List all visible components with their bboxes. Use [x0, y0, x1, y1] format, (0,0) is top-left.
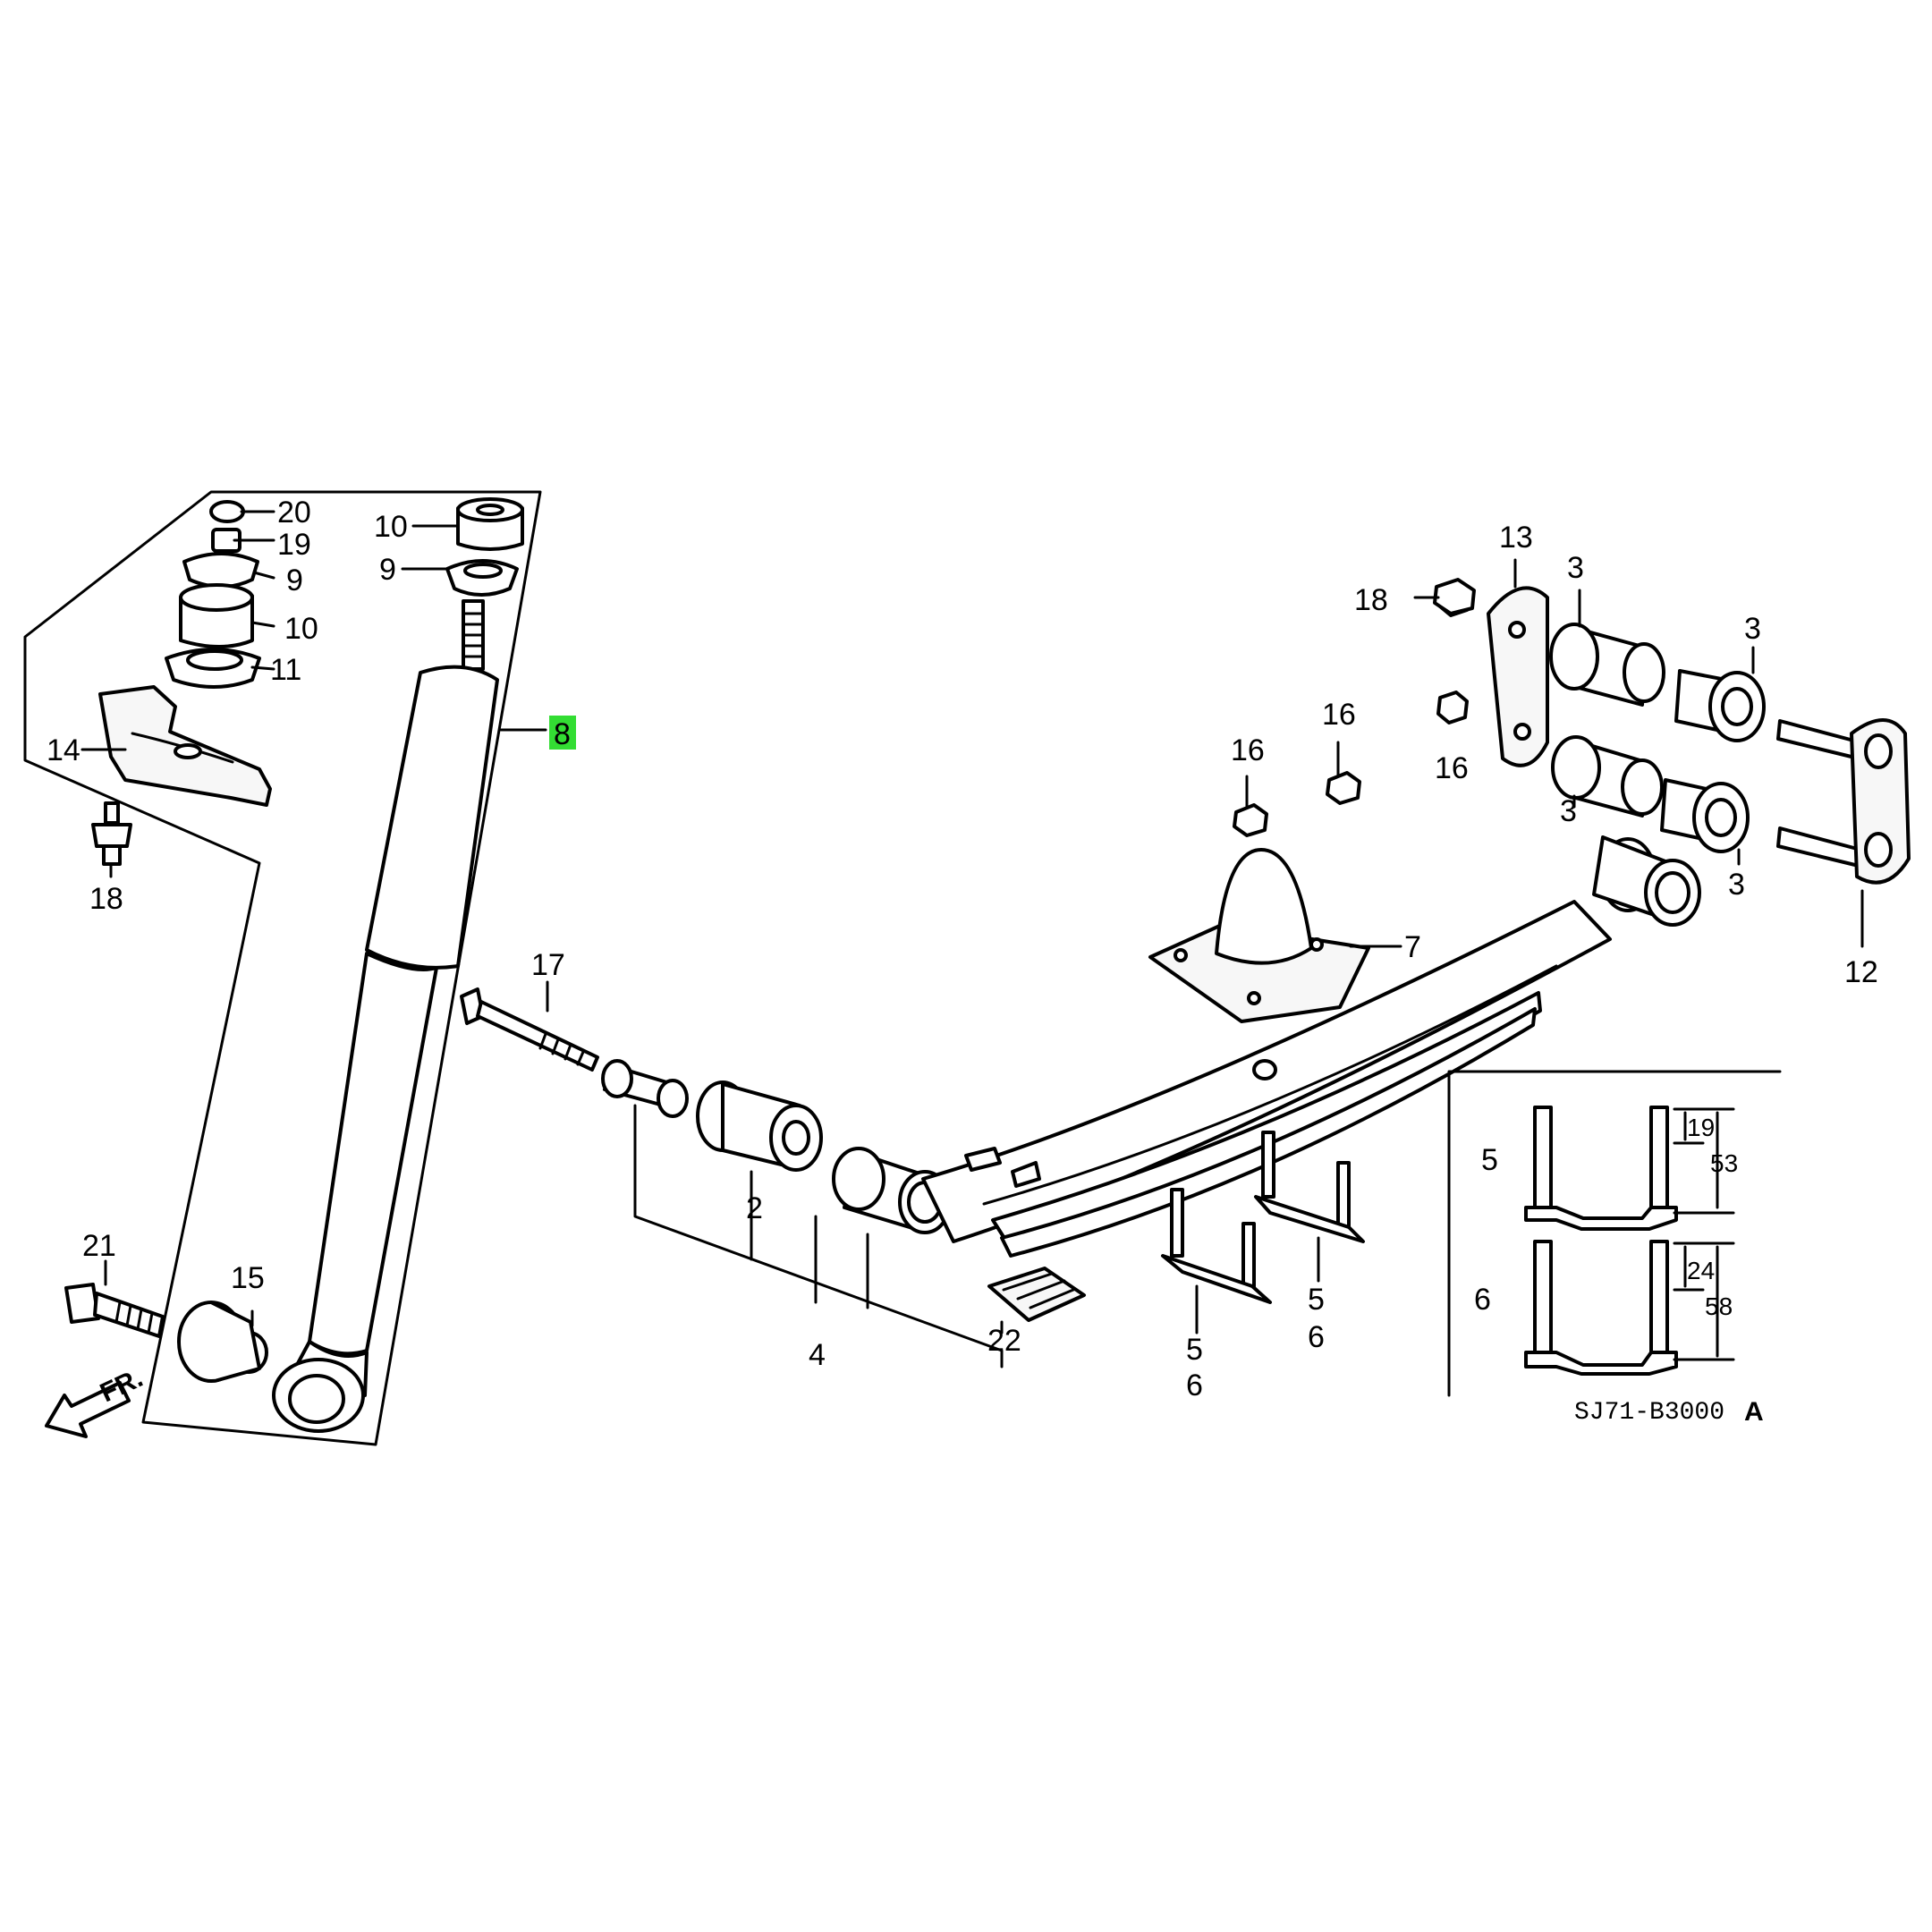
upper-mount-stack-left	[165, 500, 261, 689]
callout-17: 17	[531, 948, 565, 982]
callout-3-b: 3	[1744, 612, 1761, 646]
callout-2: 2	[746, 1191, 763, 1225]
inset-label-5: 5	[1481, 1143, 1498, 1177]
callout-7: 7	[1404, 930, 1421, 964]
u-bolts	[1161, 1131, 1365, 1304]
callout-15: 15	[231, 1261, 265, 1295]
shackle-outer	[1776, 718, 1911, 885]
callout-10-right: 10	[374, 510, 408, 544]
callout-11: 11	[270, 653, 301, 687]
diagram-revision: A	[1744, 1397, 1764, 1427]
dim-58: 58	[1705, 1292, 1733, 1320]
callout-4: 4	[809, 1338, 826, 1372]
callout-5-b: 5	[1308, 1283, 1325, 1317]
bolt-left	[91, 801, 132, 866]
callout-21: 21	[82, 1229, 116, 1263]
front-direction-arrow: FR.	[45, 1363, 148, 1438]
inset-label-6: 6	[1474, 1283, 1491, 1317]
callout-18-right: 18	[1354, 583, 1388, 617]
callout-3-a: 3	[1567, 551, 1584, 585]
callout-5-a: 5	[1186, 1333, 1203, 1367]
leaf-spring	[921, 835, 1701, 1258]
shackle-plate-inner	[1487, 586, 1549, 767]
upper-mount-stack-right	[445, 497, 524, 597]
spring-bolt	[460, 987, 599, 1072]
callout-19: 19	[277, 528, 311, 562]
shock-absorber	[272, 599, 499, 1433]
callout-18-left: 18	[89, 882, 123, 916]
diagram-code: SJ71-B3000 A	[1574, 1397, 1764, 1427]
diagram-code-text: SJ71-B3000	[1574, 1399, 1724, 1427]
shock-bracket	[98, 685, 272, 807]
callout-6-a: 6	[1186, 1368, 1203, 1402]
callout-3-d: 3	[1728, 868, 1745, 902]
nut-right	[1433, 578, 1476, 615]
callout-9-right: 9	[379, 553, 396, 587]
spring-pad	[987, 1267, 1086, 1322]
front-eye-bushings	[601, 1059, 952, 1234]
leader-lines	[80, 510, 1864, 1368]
callout-12: 12	[1844, 955, 1878, 989]
callout-16-a: 16	[1231, 733, 1265, 767]
callout-16-b: 16	[1322, 698, 1356, 732]
callout-22: 22	[987, 1324, 1021, 1358]
callout-6-b: 6	[1308, 1320, 1325, 1354]
highlight-8	[549, 716, 576, 750]
lower-bolt-bushing	[64, 1283, 268, 1383]
dim-19: 19	[1687, 1114, 1715, 1141]
bump-stop	[1148, 848, 1370, 1023]
dim-53: 53	[1710, 1149, 1738, 1177]
callout-8: 8	[554, 717, 571, 751]
u-bolt-inset: 5 6 19 53 24 58	[1447, 1070, 1782, 1397]
dim-24: 24	[1687, 1257, 1715, 1284]
callout-14: 14	[47, 733, 80, 767]
callout-labels: 20 19 9 10 11 10 9 8 14 18 21 15 17 2 4 …	[47, 496, 1878, 1402]
callout-13: 13	[1499, 521, 1533, 555]
callout-10-left: 10	[284, 612, 318, 646]
callout-16-c: 16	[1435, 751, 1469, 785]
callout-20: 20	[277, 496, 311, 530]
shock-group-frame	[23, 490, 542, 1446]
shackle-bushings	[1549, 623, 1766, 853]
callout-9-left: 9	[286, 564, 303, 597]
callout-3-c: 3	[1560, 794, 1577, 828]
